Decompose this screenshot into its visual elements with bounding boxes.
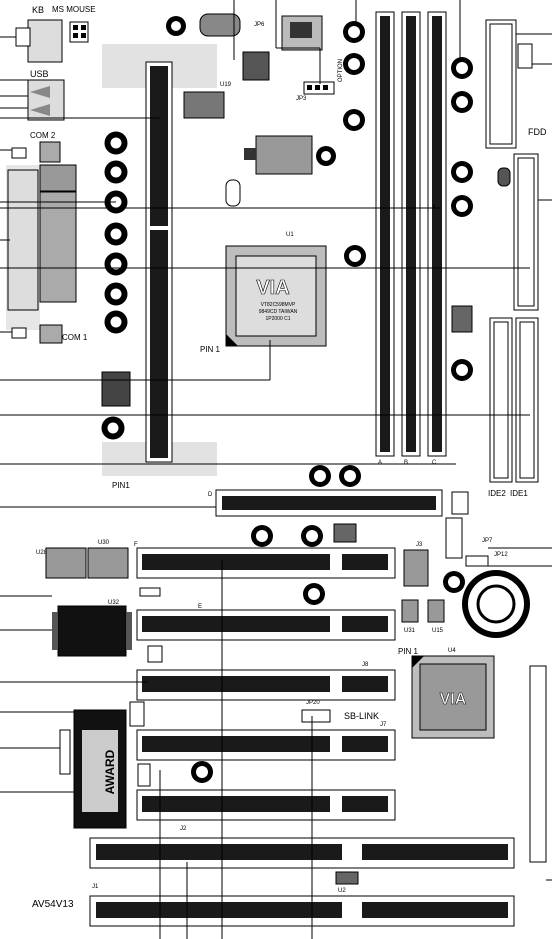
com2-connector <box>11 141 61 163</box>
label-u32: U32 <box>108 600 120 606</box>
usb-connector <box>27 79 65 121</box>
ps2-connector <box>15 19 63 63</box>
regulator-right <box>451 305 473 333</box>
dimm-slot-1 <box>375 11 395 457</box>
label-ide1: IDE1 <box>510 489 528 498</box>
label-u31: U31 <box>404 628 416 634</box>
label-jp12: JP12 <box>494 552 508 558</box>
label-j7: J7 <box>380 722 387 728</box>
label-j3: J3 <box>416 542 423 548</box>
fdd-connector <box>513 153 539 311</box>
jumper-jp6 <box>303 81 335 95</box>
jp15-header <box>69 21 89 43</box>
label-bank-f: F <box>134 542 138 548</box>
parallel-port <box>7 164 77 311</box>
chip-u9 <box>244 135 313 175</box>
label-bank-a: A <box>378 460 383 466</box>
label-jp20: JP20 <box>306 700 320 706</box>
north-bridge-line-1: VT82C598MVP <box>261 302 296 308</box>
north-bridge-line-3: 1P2000 C1 <box>265 316 290 322</box>
label-u28: U28 <box>36 550 48 556</box>
label-ms-mouse: MS MOUSE <box>52 5 96 14</box>
bios-brand: AWARD <box>103 749 117 794</box>
label-u19: U19 <box>220 82 232 88</box>
pci-slot-3 <box>136 669 396 701</box>
label-sb-link: SB-LINK <box>344 711 380 721</box>
label-u2: U2 <box>338 888 346 894</box>
label-model: AV54V13 <box>32 899 74 910</box>
regulator-top <box>242 15 323 81</box>
label-u30: U30 <box>98 540 110 546</box>
right-capacitors <box>451 57 473 381</box>
chip-u30 <box>87 547 129 579</box>
label-pin1-chip: PIN 1 <box>398 647 419 656</box>
label-u1: U1 <box>286 232 294 238</box>
front-panel-header <box>529 665 547 863</box>
oval-crystal <box>225 179 241 207</box>
pci-slot-2 <box>136 609 396 641</box>
north-bridge-brand: VIA <box>256 277 289 299</box>
dimm-slot-2 <box>401 11 421 457</box>
label-ide2: IDE2 <box>488 489 506 498</box>
crystal-top <box>199 13 241 37</box>
label-u4: U4 <box>448 648 456 654</box>
chip-u28 <box>45 547 87 579</box>
top-capacitors-right <box>316 21 366 267</box>
label-pin1-cpu: PIN 1 <box>200 345 221 354</box>
label-jp7: JP7 <box>482 538 493 544</box>
label-option: OPTION <box>338 58 344 82</box>
top-capacitor <box>166 16 186 36</box>
label-u15: U15 <box>432 628 444 634</box>
chip-u2 <box>335 871 359 885</box>
label-bank-c: C <box>432 460 437 466</box>
regulator-u19 <box>183 91 225 119</box>
north-bridge-line-2: 9849CD TAIWAN <box>259 309 298 315</box>
label-j8: J8 <box>362 662 369 668</box>
label-j2: J2 <box>180 826 187 832</box>
bios-chip: AWARD <box>73 709 127 829</box>
south-bridge-brand: VIA <box>440 691 467 708</box>
label-pin1-slot: PIN1 <box>112 481 130 490</box>
crystal-fdd <box>497 167 511 187</box>
pci-slot-5 <box>136 789 396 821</box>
label-com1: COM 1 <box>62 333 88 342</box>
pci-slot-1 <box>136 547 396 579</box>
chip-u31 <box>401 599 419 623</box>
label-jp6: JP6 <box>254 22 265 28</box>
label-bank-b: B <box>404 460 409 466</box>
io-chip-u32 <box>52 605 132 657</box>
label-j1: J1 <box>92 884 99 890</box>
cmos-battery <box>462 570 530 638</box>
slot1-cpu-socket <box>145 61 173 463</box>
ide2-connector <box>489 317 513 483</box>
agp-slot <box>215 489 443 517</box>
isa-slot-2 <box>89 895 515 927</box>
com1-connector <box>11 324 63 344</box>
chip-regulator-mid <box>333 523 357 543</box>
ide1-connector <box>515 317 539 483</box>
label-kb: KB <box>32 5 45 15</box>
label-fdd: FDD <box>528 127 547 137</box>
label-bank-e: E <box>198 604 203 610</box>
label-com2: COM 2 <box>30 131 56 140</box>
jp-header-top-right <box>517 43 533 69</box>
chip-j3 <box>403 549 429 587</box>
small-jumpers <box>59 491 489 787</box>
chip-u15 <box>427 599 445 623</box>
label-jp3: JP3 <box>296 96 307 102</box>
pci-slot-4 <box>136 729 396 761</box>
label-bank-d: D <box>208 492 213 498</box>
regulator-mid <box>101 371 131 407</box>
south-bridge-chip: VIA <box>411 655 495 739</box>
mid-capacitors <box>191 465 465 783</box>
isa-slot-1 <box>89 837 515 869</box>
dimm-slot-3 <box>427 11 447 457</box>
label-usb: USB <box>30 69 49 79</box>
atx-power-connector <box>485 19 517 149</box>
north-bridge-chip: VIA VT82C598MVP 9849CD TAIWAN 1P2000 C1 <box>225 245 327 347</box>
